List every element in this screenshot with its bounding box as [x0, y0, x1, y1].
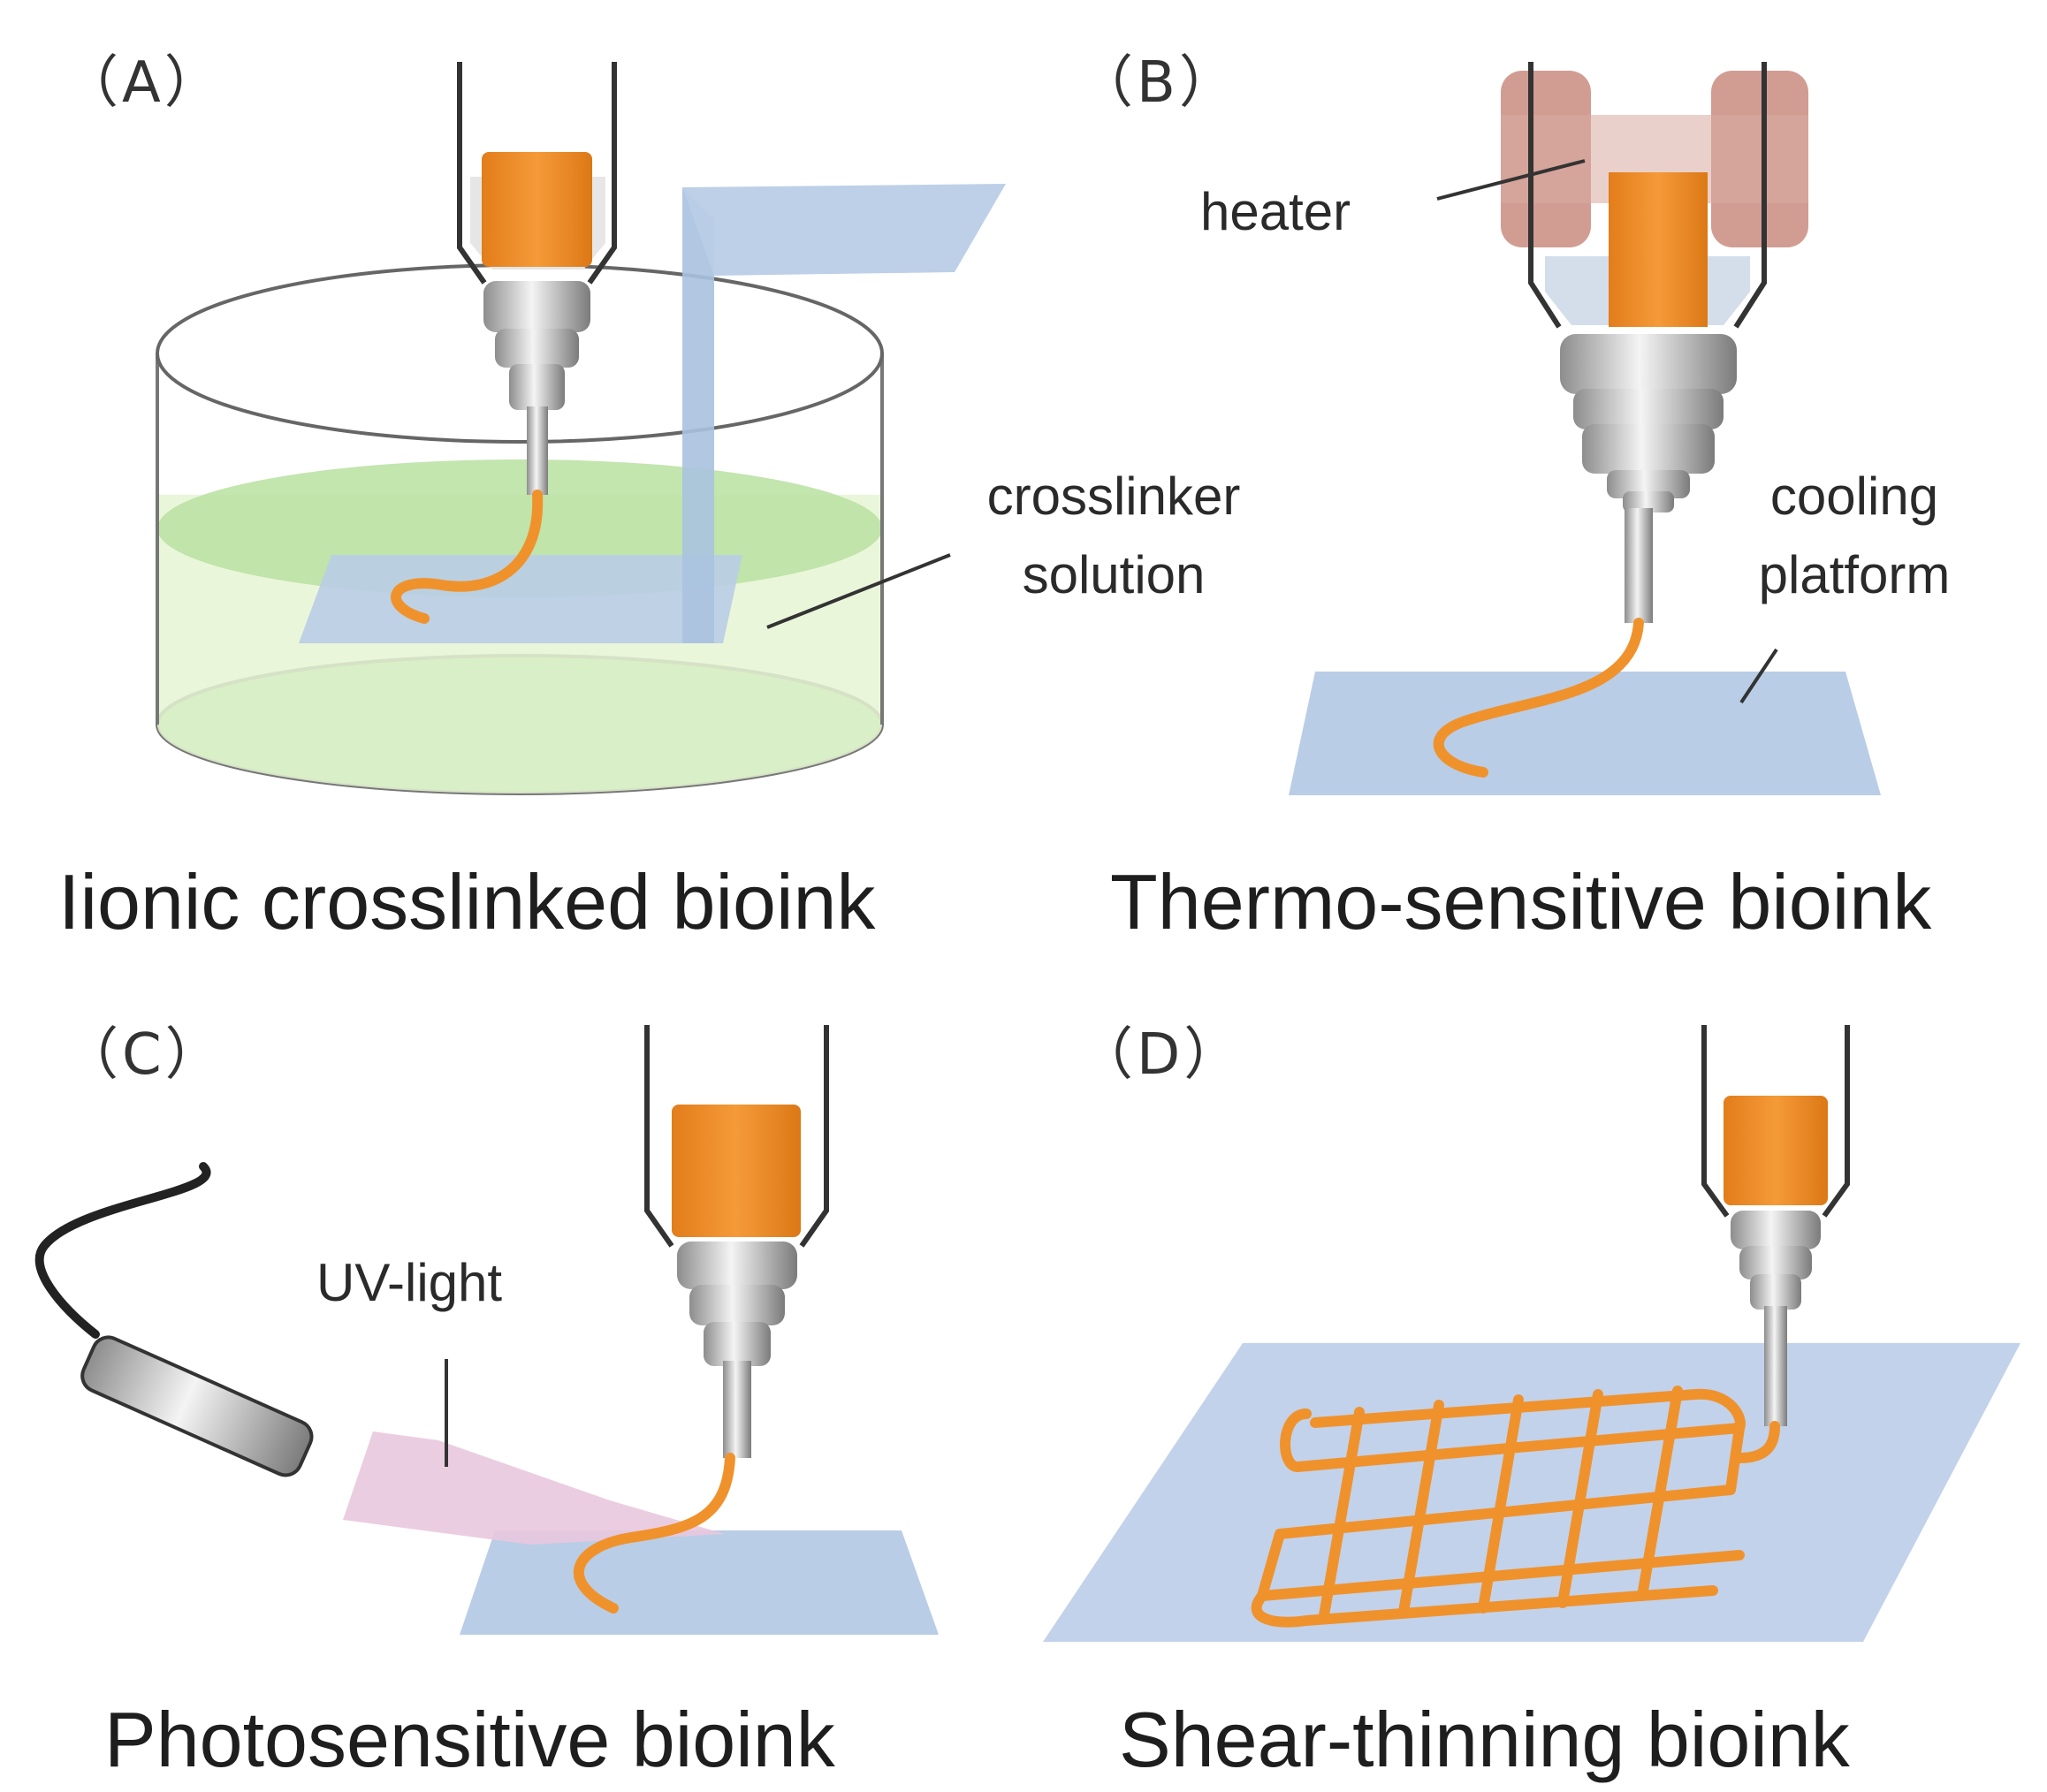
- uv-beam: [343, 1431, 725, 1545]
- panel-d-illustration: [1043, 1025, 2020, 1642]
- panel-c-illustration: [34, 1025, 939, 1635]
- callout-line-cooling: [1739, 648, 1778, 704]
- bioink-strand-b: [1433, 618, 1644, 778]
- panel-c-tag: （C）: [62, 1022, 225, 1088]
- bioink-strand-a: [391, 490, 544, 624]
- crosslinker-label-line2: solution: [1022, 544, 1206, 604]
- cooling-label-line2: platform: [1758, 544, 1951, 604]
- syringe-c: [644, 1025, 829, 1458]
- uv-lamp: [80, 1335, 314, 1477]
- panel-a-caption: Iionic crosslinked bioink: [58, 858, 876, 945]
- syringe-b: [1528, 62, 1767, 623]
- panel-d: （D） Shear-thinning bioink: [1024, 972, 2047, 1792]
- bioink-strand-d: [1734, 1421, 1780, 1463]
- uv-light-label: UV-light: [316, 1253, 503, 1312]
- panel-a-illustration: [156, 62, 1006, 795]
- panel-b-caption: Thermo-sensitive bioink: [1110, 858, 1932, 945]
- cooling-platform: [1289, 672, 1881, 795]
- panel-d-tag: （D）: [1077, 1022, 1244, 1088]
- panel-c-caption: Photosensitive bioink: [104, 1696, 835, 1783]
- callout-line-heater: [1436, 159, 1586, 201]
- syringe-a: [457, 62, 617, 495]
- callout-line-crosslinker: [766, 553, 951, 629]
- panel-a-tag: （A）: [62, 50, 224, 116]
- panel-d-caption: Shear-thinning bioink: [1119, 1696, 1850, 1783]
- build-platform: [299, 184, 1006, 643]
- uv-cable: [34, 1162, 211, 1339]
- bioink-strand-c: [573, 1453, 735, 1614]
- panel-c: （C） UV-light Photosensitive bioink: [0, 972, 1024, 1792]
- crosslinker-solution-label: crosslinker solution: [946, 458, 1282, 615]
- panel-a: （A） crosslinker solution Iionic crosslin…: [0, 0, 1240, 972]
- syringe-d: [1701, 1025, 1850, 1426]
- panel-b-illustration: [1289, 62, 1881, 795]
- printing-platform: [1043, 1343, 2020, 1642]
- crosslinker-label-line1: crosslinker: [986, 467, 1241, 526]
- heater-label: heater: [1200, 182, 1351, 241]
- cooling-label-line1: cooling: [1769, 467, 1939, 526]
- printed-lattice: [1251, 1386, 1746, 1628]
- platform-c: [460, 1530, 939, 1635]
- cooling-platform-label: cooling platform: [1704, 458, 2005, 615]
- panel-b-tag: （B）: [1077, 50, 1239, 116]
- panel-b: （B） heater cooling platform Thermo-sensi…: [1024, 0, 2047, 972]
